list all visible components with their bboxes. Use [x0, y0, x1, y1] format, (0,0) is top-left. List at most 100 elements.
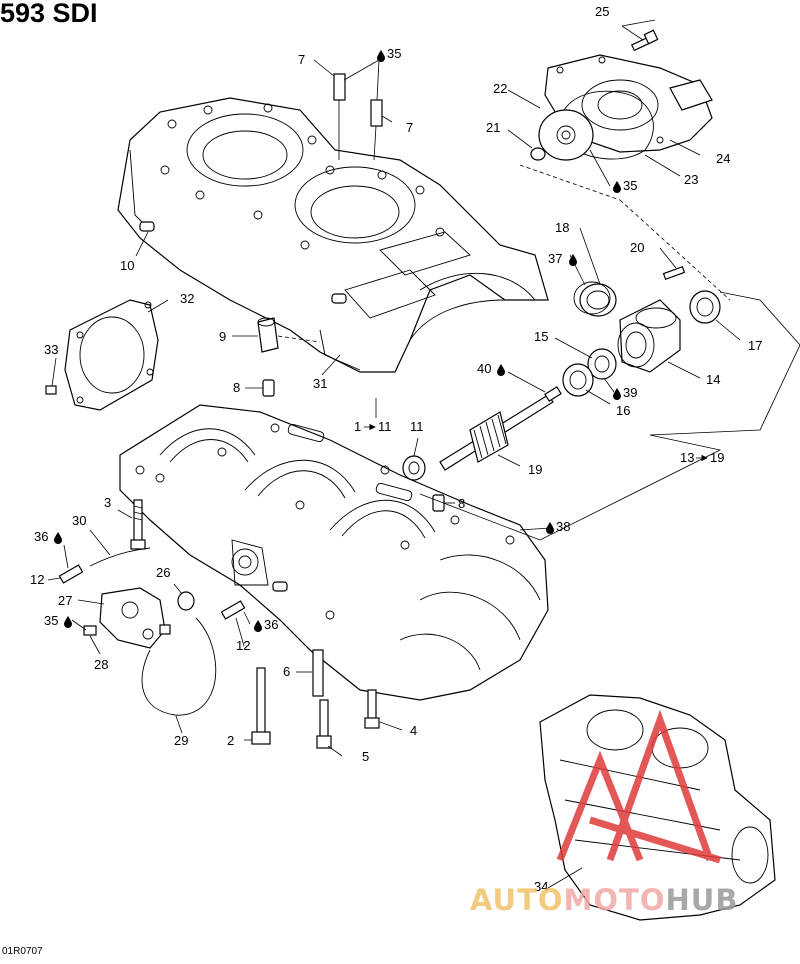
lubricant-callout-36: 36 [34, 529, 62, 544]
callout-27: 27 [58, 593, 72, 608]
callout-16: 16 [616, 403, 630, 418]
svg-text:13: 13 [680, 450, 694, 465]
callout-5: 5 [362, 749, 369, 764]
bolt-5 [316, 699, 332, 749]
drawing-code: 01R0707 [2, 946, 43, 957]
lubricant-callout-40: 40 [477, 361, 505, 376]
screw-20 [662, 265, 686, 281]
bearing-16 [562, 363, 594, 397]
lubricant-callout-35: 35 [44, 613, 72, 628]
svg-text:37: 37 [548, 251, 562, 266]
svg-text:35: 35 [623, 178, 637, 193]
svg-text:39: 39 [623, 385, 637, 400]
callout-3: 3 [104, 495, 111, 510]
bearing-11 [402, 455, 426, 481]
lubricant-callout-37: 37 [548, 251, 577, 266]
callout-23: 23 [684, 172, 698, 187]
callout-9: 9 [219, 329, 226, 344]
dowel-pin [432, 494, 445, 512]
upper-crankcase [117, 97, 549, 373]
callout-10: 10 [120, 258, 134, 273]
callout-31: 31 [313, 376, 327, 391]
engine-assembly-34 [539, 694, 776, 921]
screw-25 [630, 29, 659, 52]
callout-13-to-19: 13 19 [680, 450, 724, 465]
callout-12: 12 [30, 572, 44, 587]
callout-11: 11 [410, 419, 424, 434]
bearing-15 [587, 348, 617, 380]
oil-seal-17 [689, 290, 721, 324]
stud-6 [312, 649, 324, 697]
callout-26: 26 [156, 565, 170, 580]
callout-22: 22 [493, 81, 507, 96]
callout-34: 34 [534, 879, 548, 894]
watermark: AUTOMOTOHUB [470, 709, 738, 917]
svg-text:36: 36 [264, 617, 278, 632]
cover-32 [64, 299, 159, 411]
drive-housing-14 [617, 299, 681, 373]
svg-text:35: 35 [44, 613, 58, 628]
stud-3 [130, 499, 146, 550]
callout-21: 21 [486, 120, 500, 135]
callout-6: 6 [283, 664, 290, 679]
lubricant-callout-35: 35 [377, 46, 401, 62]
callout-15: 15 [534, 329, 548, 344]
callout-12: 12 [236, 638, 250, 653]
fitting-12 [58, 564, 246, 620]
bolt-2 [251, 667, 271, 745]
lubricant-callout-38: 38 [546, 519, 570, 534]
callout-18: 18 [555, 220, 569, 235]
drive-shaft-19 [439, 386, 562, 471]
callout-19: 19 [528, 462, 542, 477]
callout-1-to-11: 1 11 [354, 419, 392, 434]
lubricant-callout-39: 39 [613, 385, 637, 400]
callout-2: 2 [227, 733, 234, 748]
svg-text:11: 11 [378, 419, 392, 434]
watermark-text-auto: AUTO [470, 883, 564, 917]
oil-seal-18 [573, 281, 617, 317]
svg-text:38: 38 [556, 519, 570, 534]
leader-lines [47, 19, 800, 889]
callout-4: 4 [410, 723, 417, 738]
page-title: 593 SDI [0, 0, 98, 28]
callout-25: 25 [595, 4, 609, 19]
hose-30 [89, 547, 151, 567]
cable-29 [141, 617, 217, 716]
svg-text:36: 36 [34, 529, 48, 544]
lower-crankcase [119, 404, 549, 701]
o-ring [530, 147, 546, 161]
screw-7 [333, 73, 383, 127]
lubricant-callout-36: 36 [254, 617, 278, 632]
svg-text:19: 19 [710, 450, 724, 465]
screw-28 [83, 625, 97, 636]
watermark-text-moto: MOTO [564, 883, 666, 917]
lubricant-callout-35: 35 [613, 178, 637, 193]
water-pump-impeller [538, 109, 594, 161]
callout-30: 30 [72, 513, 86, 528]
callout-33: 33 [44, 342, 58, 357]
svg-text:40: 40 [477, 361, 491, 376]
callout-17: 17 [748, 338, 762, 353]
sleeve-9 [257, 317, 279, 353]
svg-text:1: 1 [354, 419, 361, 434]
callout-24: 24 [716, 151, 730, 166]
callout-8: 8 [458, 496, 465, 511]
callout-20: 20 [630, 240, 644, 255]
callout-7: 7 [298, 52, 305, 67]
oil-pump-27 [99, 587, 171, 649]
callout-14: 14 [706, 372, 720, 387]
callout-32: 32 [180, 291, 194, 306]
watermark-logo-icon [556, 709, 722, 864]
callout-7: 7 [406, 120, 413, 135]
o-ring-26 [177, 591, 195, 611]
screw-33 [45, 385, 57, 395]
svg-text:AUTOMOTOHUB: AUTOMOTOHUB [470, 883, 738, 917]
watermark-text-hub: HUB [666, 883, 739, 917]
water-pump-gasket [559, 90, 654, 160]
callout-28: 28 [94, 657, 108, 672]
dowel-pin [262, 379, 275, 397]
svg-text:35: 35 [387, 46, 401, 61]
callout-labels: 7 7 35 25 22 21 24 23 35 10 32 33 9 8 31… [30, 4, 762, 894]
